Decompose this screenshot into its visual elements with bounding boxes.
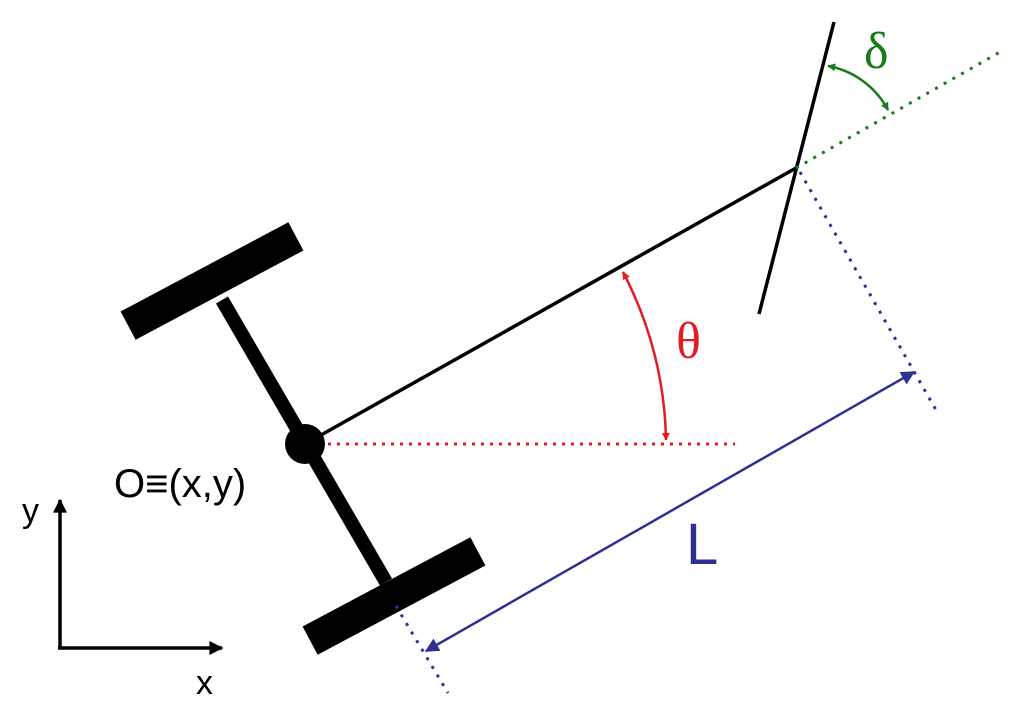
vehicle-body-line <box>304 166 797 446</box>
length-dimension-arrow <box>424 370 916 653</box>
y-axis-label: y <box>22 492 39 530</box>
theta-label: θ <box>676 313 701 370</box>
length-extension-rear <box>394 605 450 694</box>
delta-label: δ <box>864 23 889 80</box>
origin-label: O≡(x,y) <box>114 462 247 506</box>
x-axis-label: x <box>196 664 213 702</box>
origin-point <box>285 424 325 464</box>
rear-wheel-top <box>120 222 304 340</box>
theta-arc <box>621 271 670 441</box>
body-axis-extension-line <box>795 50 1001 170</box>
length-extension-front <box>798 171 938 411</box>
length-label: L <box>686 512 719 577</box>
delta-arc <box>827 63 890 111</box>
rear-wheel-bottom <box>302 537 486 655</box>
